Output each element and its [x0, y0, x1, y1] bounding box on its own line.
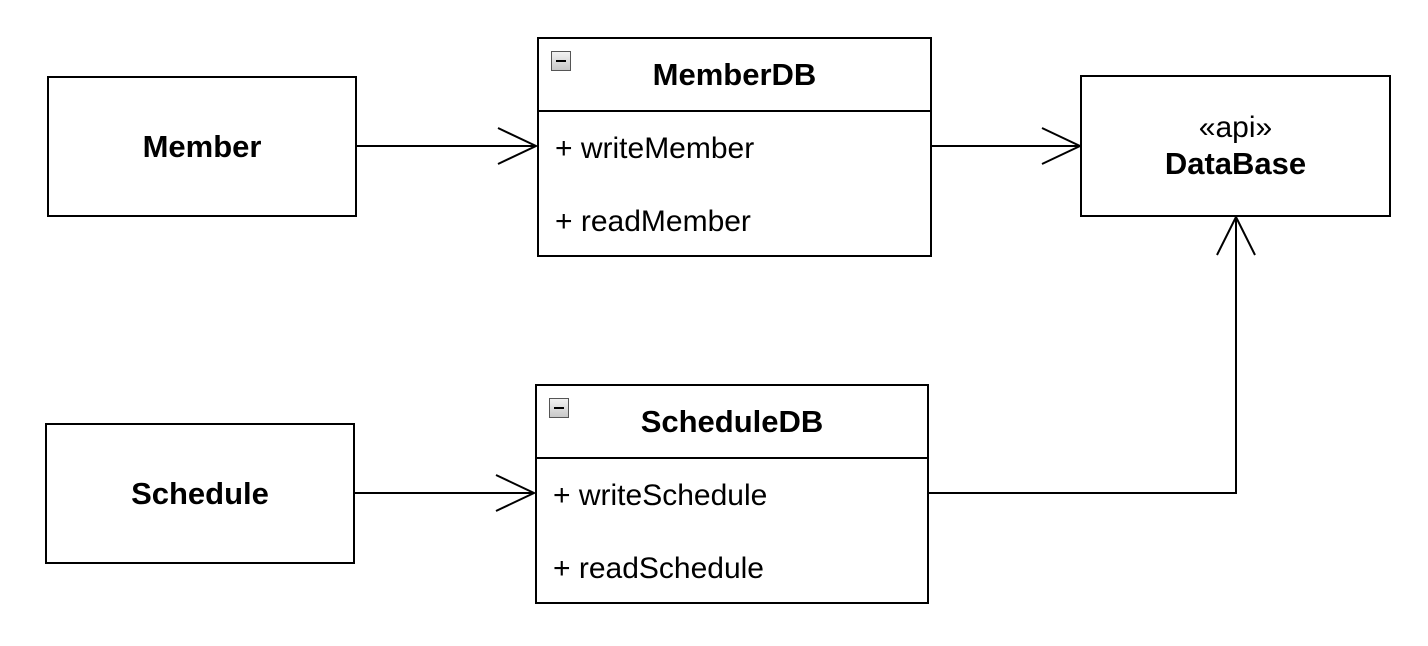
memberdb-operations: + writeMember + readMember: [539, 112, 930, 276]
member-class[interactable]: Member: [47, 76, 357, 217]
scheduledb-class[interactable]: ScheduleDB + writeSchedule + readSchedul…: [535, 384, 929, 604]
operation-read-member[interactable]: + readMember: [555, 205, 751, 238]
database-class-name: DataBase: [1164, 146, 1307, 181]
operation-write-schedule[interactable]: + writeSchedule: [553, 479, 768, 512]
arrowhead-schedule-to-scheduledb: [495, 474, 537, 512]
edge-scheduledb-to-database[interactable]: [927, 217, 1237, 494]
operation-read-schedule[interactable]: + readSchedule: [553, 552, 764, 585]
database-api-class[interactable]: «api» DataBase: [1080, 75, 1391, 217]
scheduledb-class-header: ScheduleDB: [537, 386, 927, 459]
arrowhead-scheduledb-to-database: [1216, 214, 1256, 256]
memberdb-class-header: MemberDB: [539, 39, 930, 112]
memberdb-class-title: MemberDB: [652, 56, 817, 92]
collapse-icon[interactable]: [549, 398, 569, 418]
member-class-label: Member: [142, 128, 262, 164]
scheduledb-class-title: ScheduleDB: [640, 403, 824, 439]
schedule-class-label: Schedule: [131, 475, 269, 511]
memberdb-class[interactable]: MemberDB + writeMember + readMember: [537, 37, 932, 257]
arrowhead-member-to-memberdb: [497, 127, 539, 165]
scheduledb-operations: + writeSchedule + readSchedule: [537, 459, 927, 623]
schedule-class[interactable]: Schedule: [45, 423, 355, 564]
api-stereotype: «api»: [1198, 111, 1273, 144]
collapse-icon[interactable]: [551, 51, 571, 71]
operation-write-member[interactable]: + writeMember: [555, 132, 755, 165]
